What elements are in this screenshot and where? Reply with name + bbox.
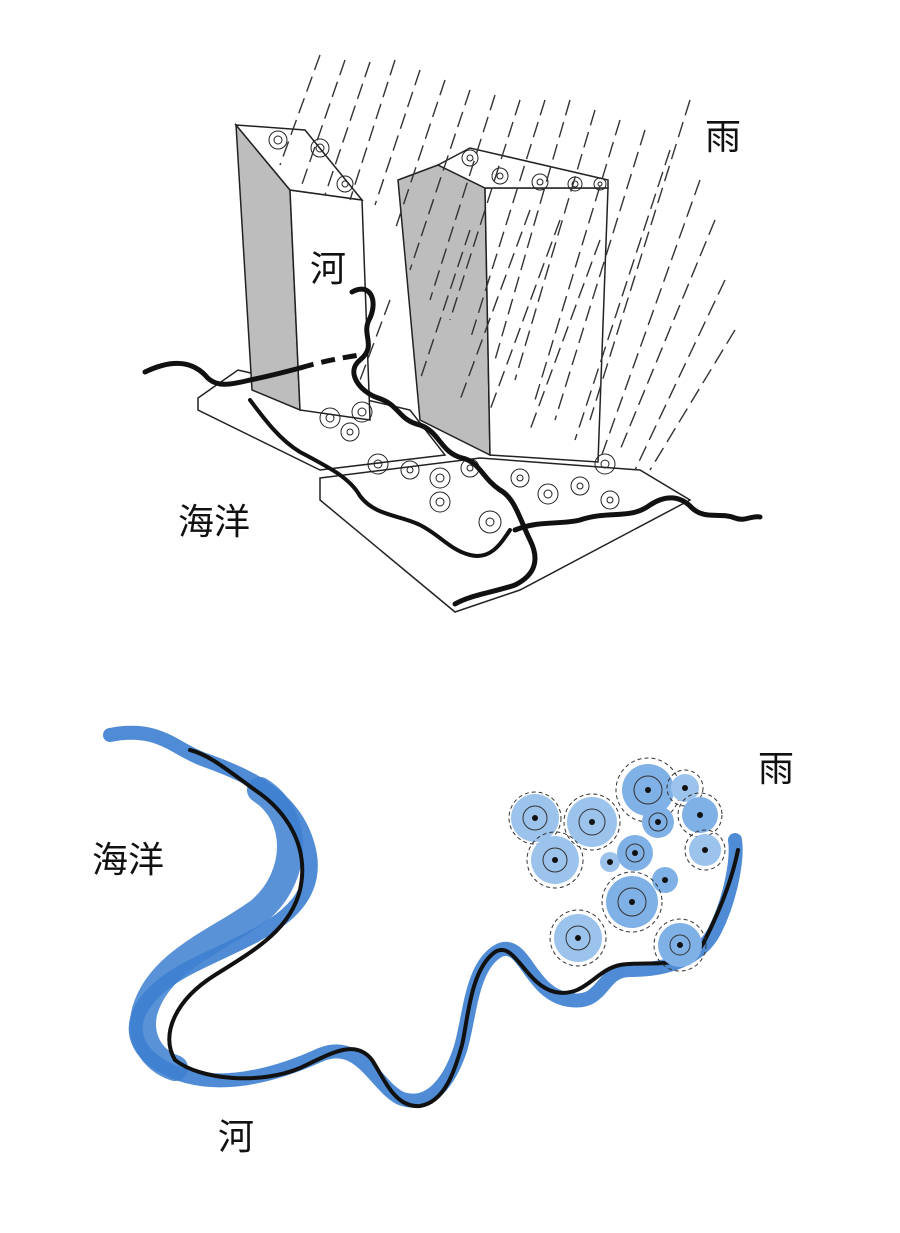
coastline-line bbox=[142, 360, 303, 387]
left-tower-roof bbox=[234, 124, 364, 202]
right-tower-roof bbox=[436, 147, 609, 189]
ocean-label: 海洋 bbox=[178, 502, 251, 543]
rain-garden-8 bbox=[600, 852, 620, 872]
rain-label: 雨 bbox=[758, 749, 795, 790]
roof-garden-swirls bbox=[268, 130, 607, 193]
right-tower-front-face bbox=[484, 187, 609, 463]
rain-garden-12 bbox=[601, 871, 663, 933]
rain-garden-11 bbox=[652, 867, 678, 893]
rain-label: 雨 bbox=[705, 117, 742, 158]
rain-garden-10 bbox=[684, 829, 726, 871]
rain-garden-5 bbox=[642, 806, 674, 838]
river-blue-wash bbox=[103, 725, 743, 1108]
rain-garden-circles bbox=[508, 757, 726, 972]
top-sketch: 雨 河 海洋 bbox=[142, 54, 763, 613]
ground-garden-swirls bbox=[319, 401, 620, 534]
base-platform-left bbox=[197, 369, 447, 471]
coastline-dashed bbox=[299, 352, 361, 371]
river-line-lower bbox=[173, 848, 740, 1109]
rain-strokes bbox=[279, 54, 736, 471]
rain-garden-6 bbox=[677, 792, 723, 838]
bottom-sketch: 雨 海洋 河 bbox=[0, 640, 900, 1233]
river-line bbox=[167, 748, 305, 1062]
coastline-right bbox=[512, 495, 763, 533]
rain-garden-2 bbox=[563, 793, 621, 851]
rain-garden-1 bbox=[508, 791, 562, 845]
river-blue-broad bbox=[130, 777, 303, 1081]
river-map-sketch bbox=[103, 725, 743, 1109]
rain-garden-9 bbox=[617, 835, 653, 871]
rain-garden-13 bbox=[549, 909, 607, 967]
ocean-label: 海洋 bbox=[92, 840, 165, 881]
rain-garden-14 bbox=[653, 918, 707, 972]
river-label: 河 bbox=[310, 249, 347, 290]
tower-rain-sketch bbox=[142, 54, 763, 613]
rain-garden-7 bbox=[526, 831, 584, 889]
river-label: 河 bbox=[218, 1117, 255, 1158]
river-line bbox=[349, 286, 538, 607]
coastline-lower bbox=[248, 398, 512, 558]
